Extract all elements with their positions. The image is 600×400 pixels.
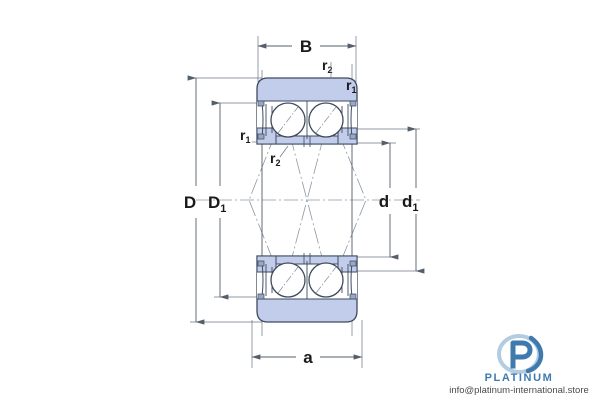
dimension-label-d1: d1 <box>402 192 419 214</box>
dimension-label-d: d <box>379 192 389 211</box>
watermark-brand: PLATINUM <box>484 372 554 384</box>
watermark-email: info@platinum-international.store <box>449 385 589 396</box>
fillet-label-r1-top: r1 <box>346 77 356 95</box>
dimension-label-D: D <box>184 193 196 212</box>
fillet-label-r2-top: r2 <box>322 57 332 75</box>
dimension-label-D1: D1 <box>208 193 226 215</box>
fillet-leader-lines <box>252 62 332 158</box>
dimension-label-a: a <box>303 348 313 367</box>
fillet-label-r2-left: r2 <box>270 150 280 168</box>
bearing-silhouette <box>261 144 353 256</box>
lower-ring-assembly <box>256 253 358 323</box>
platinum-p-logo-icon <box>496 334 544 374</box>
watermark: PLATINUM info@platinum-international.sto… <box>444 334 594 396</box>
upper-ring-assembly <box>256 77 358 147</box>
dimension-label-B: B <box>300 37 312 56</box>
fillet-label-r1-left: r1 <box>240 127 250 145</box>
